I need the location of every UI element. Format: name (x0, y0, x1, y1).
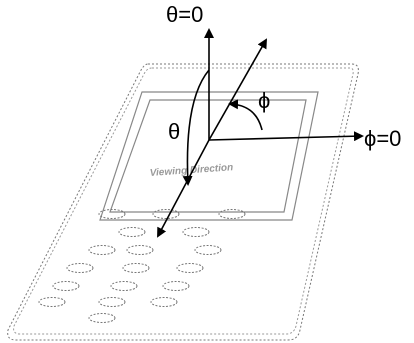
keypad-key (176, 263, 204, 273)
theta-arc (182, 69, 210, 186)
keypad-key (98, 209, 126, 219)
keypad-key (152, 209, 180, 219)
viewing-direction-arrow (157, 139, 210, 238)
phi-zero-axis (208, 131, 364, 142)
keypad-key (194, 245, 222, 255)
diagonal-axis-up (208, 38, 267, 141)
keypad-key (110, 281, 138, 291)
theta-zero-label: θ=0 (166, 2, 203, 27)
keypad-key (98, 297, 126, 307)
keypad-key (52, 281, 80, 291)
keypad-key (88, 313, 116, 323)
keypad-key (66, 263, 94, 273)
keypad-key (118, 227, 146, 237)
keypad-key (38, 297, 66, 307)
keypad-key (182, 227, 210, 237)
keypad-key (126, 245, 154, 255)
phi-zero-label: ϕ=0 (364, 126, 401, 151)
phi-label: ϕ (258, 88, 270, 113)
keypad (38, 209, 246, 323)
phone-outline-inner (13, 67, 354, 335)
keypad-key (88, 245, 116, 255)
keypad-key (122, 263, 150, 273)
keypad-key (162, 281, 190, 291)
phone-outline-outer (7, 63, 359, 341)
viewing-direction-label: Viewing Direction (149, 162, 233, 179)
axes (157, 28, 364, 238)
screen-frame-inner (109, 99, 307, 213)
screen-frame-outer (99, 91, 319, 221)
theta-label: θ (168, 119, 180, 144)
keypad-key (218, 209, 246, 219)
phi-arc (228, 99, 263, 131)
keypad-key (150, 297, 178, 307)
